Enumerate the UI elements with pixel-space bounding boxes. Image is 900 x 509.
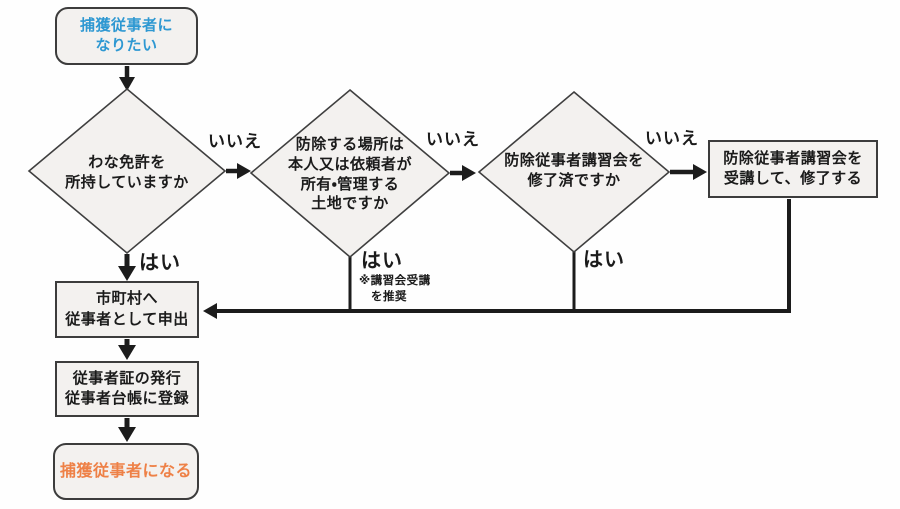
decision-land-label: 防除する場所は 本人又は依頼者が 所有・管理する 土地ですか [287, 136, 412, 213]
edge-label-yes-course: はい [583, 249, 625, 271]
edge-label-no-course: いいえ [645, 129, 699, 148]
process-attend-course: 防除従事者講習会を 受講して、修了する [708, 140, 878, 198]
process-apply: 市町村へ 従事者として申出 [55, 281, 199, 338]
edge-label-yes-land: はい [361, 250, 403, 272]
edge-label-no-land: いいえ [426, 130, 480, 149]
start-node-label: 捕獲従事者に なりたい [79, 16, 173, 54]
arrowhead-license-yes [118, 266, 136, 281]
start-node: 捕獲従事者に なりたい [55, 7, 198, 65]
process-attend-course-label: 防除従事者講習会を 受講して、修了する [723, 149, 863, 187]
edge-attend-to-apply [215, 199, 791, 313]
arrowhead-start-to-license [119, 77, 135, 91]
decision-course-label: 防除従事者講習会を 修了済ですか [504, 152, 644, 189]
process-apply-label: 市町村へ 従事者として申出 [65, 290, 189, 328]
edge-label-yes-license: はい [139, 252, 181, 274]
arrowhead-merge-to-apply [203, 303, 217, 319]
process-register: 従事者証の発行 従事者台帳に登録 [55, 361, 199, 417]
arrowhead-apply-to-register [118, 345, 136, 360]
end-node-label: 捕獲従事者になる [59, 462, 192, 480]
decision-license-label: わな免許を 所持していますか [65, 154, 189, 191]
edge-label-no-license: いいえ [208, 132, 262, 151]
course-recommendation-note: ※講習会受講 を推奨 [359, 275, 431, 303]
end-node: 捕獲従事者になる [53, 443, 199, 500]
arrowhead-license-no [237, 163, 251, 179]
arrowhead-land-no [462, 165, 476, 181]
decision-diamond-course [477, 90, 671, 254]
decision-diamond-land [249, 88, 451, 259]
arrowhead-register-to-end [118, 427, 136, 442]
process-register-label: 従事者証の発行 従事者台帳に登録 [64, 369, 189, 407]
decision-diamond-license [27, 87, 227, 255]
arrowhead-course-no [693, 164, 707, 180]
